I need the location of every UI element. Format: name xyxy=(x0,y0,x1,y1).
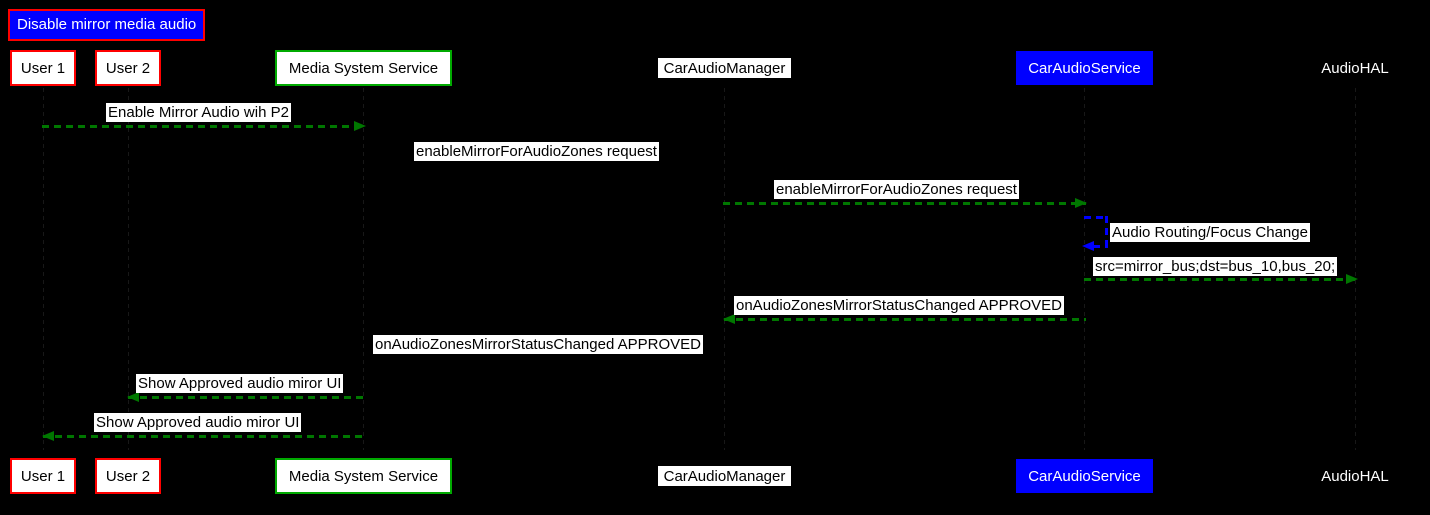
message-label-enable-mirror-for-audio-zones-request-2: enableMirrorForAudioZones request xyxy=(774,180,1019,200)
lifeline-media-system-service xyxy=(363,88,364,450)
participant-car-audio-service-bottom[interactable]: CarAudioService xyxy=(1016,459,1153,493)
arrowhead-right-icon xyxy=(1075,198,1087,208)
message-line xyxy=(42,125,365,128)
message-line xyxy=(1084,278,1357,281)
message-label-on-audio-zones-mirror-status-changed-2: onAudioZonesMirrorStatusChanged APPROVED xyxy=(373,335,704,355)
participant-user-1-bottom[interactable]: User 1 xyxy=(10,458,76,494)
participant-user-2-top[interactable]: User 2 xyxy=(95,50,161,86)
participant-media-system-service-top[interactable]: Media System Service xyxy=(275,50,452,86)
message-line xyxy=(363,357,725,360)
message-line xyxy=(724,318,1086,321)
self-message-segment-top xyxy=(1084,216,1108,219)
participant-car-audio-manager-top[interactable]: CarAudioManager xyxy=(658,58,791,78)
lifeline-user-1 xyxy=(43,88,44,450)
participant-audio-hal-bottom[interactable]: AudioHAL xyxy=(1321,467,1389,485)
participant-user-1-top[interactable]: User 1 xyxy=(10,50,76,86)
self-message-audio-routing-focus-change xyxy=(1082,216,1108,251)
arrowhead-left-icon xyxy=(362,353,374,363)
message-label-audio-routing-focus-change: Audio Routing/Focus Change xyxy=(1110,223,1310,243)
participant-car-audio-service-top[interactable]: CarAudioService xyxy=(1016,51,1153,85)
participant-media-system-service-bottom[interactable]: Media System Service xyxy=(275,458,452,494)
message-label-on-audio-zones-mirror-status-changed-1: onAudioZonesMirrorStatusChanged APPROVED xyxy=(734,296,1065,316)
message-label-enable-mirror-audio: Enable Mirror Audio wih P2 xyxy=(106,103,291,123)
lifeline-car-audio-service xyxy=(1084,88,1085,450)
diagram-title-box: Disable mirror media audio xyxy=(8,9,206,41)
arrowhead-right-icon xyxy=(715,160,727,170)
message-label-show-approved-ui-user-2: Show Approved audio miror UI xyxy=(136,374,344,394)
lifeline-car-audio-manager xyxy=(724,88,725,450)
message-label-show-approved-ui-user-1: Show Approved audio miror UI xyxy=(94,413,302,433)
participant-audio-hal-top[interactable]: AudioHAL xyxy=(1321,59,1389,77)
message-line xyxy=(363,164,726,167)
arrowhead-left-icon xyxy=(723,314,735,324)
arrowhead-left-icon xyxy=(127,392,139,402)
arrowhead-right-icon xyxy=(354,121,366,131)
message-line xyxy=(128,396,364,399)
self-message-segment-bottom xyxy=(1093,245,1108,248)
self-message-segment-right xyxy=(1105,216,1108,248)
lifeline-audio-hal xyxy=(1355,88,1356,450)
message-line xyxy=(723,202,1086,205)
arrowhead-left-icon xyxy=(1082,241,1094,251)
message-line xyxy=(43,435,364,438)
lifeline-user-2 xyxy=(128,88,129,450)
message-label-enable-mirror-for-audio-zones-request-1: enableMirrorForAudioZones request xyxy=(414,142,659,162)
arrowhead-left-icon xyxy=(42,431,54,441)
participant-car-audio-manager-bottom[interactable]: CarAudioManager xyxy=(658,466,791,486)
message-label-audio-hal-routing: src=mirror_bus;dst=bus_10,bus_20; xyxy=(1093,257,1338,277)
arrowhead-right-icon xyxy=(1346,274,1358,284)
participant-user-2-bottom[interactable]: User 2 xyxy=(95,458,161,494)
